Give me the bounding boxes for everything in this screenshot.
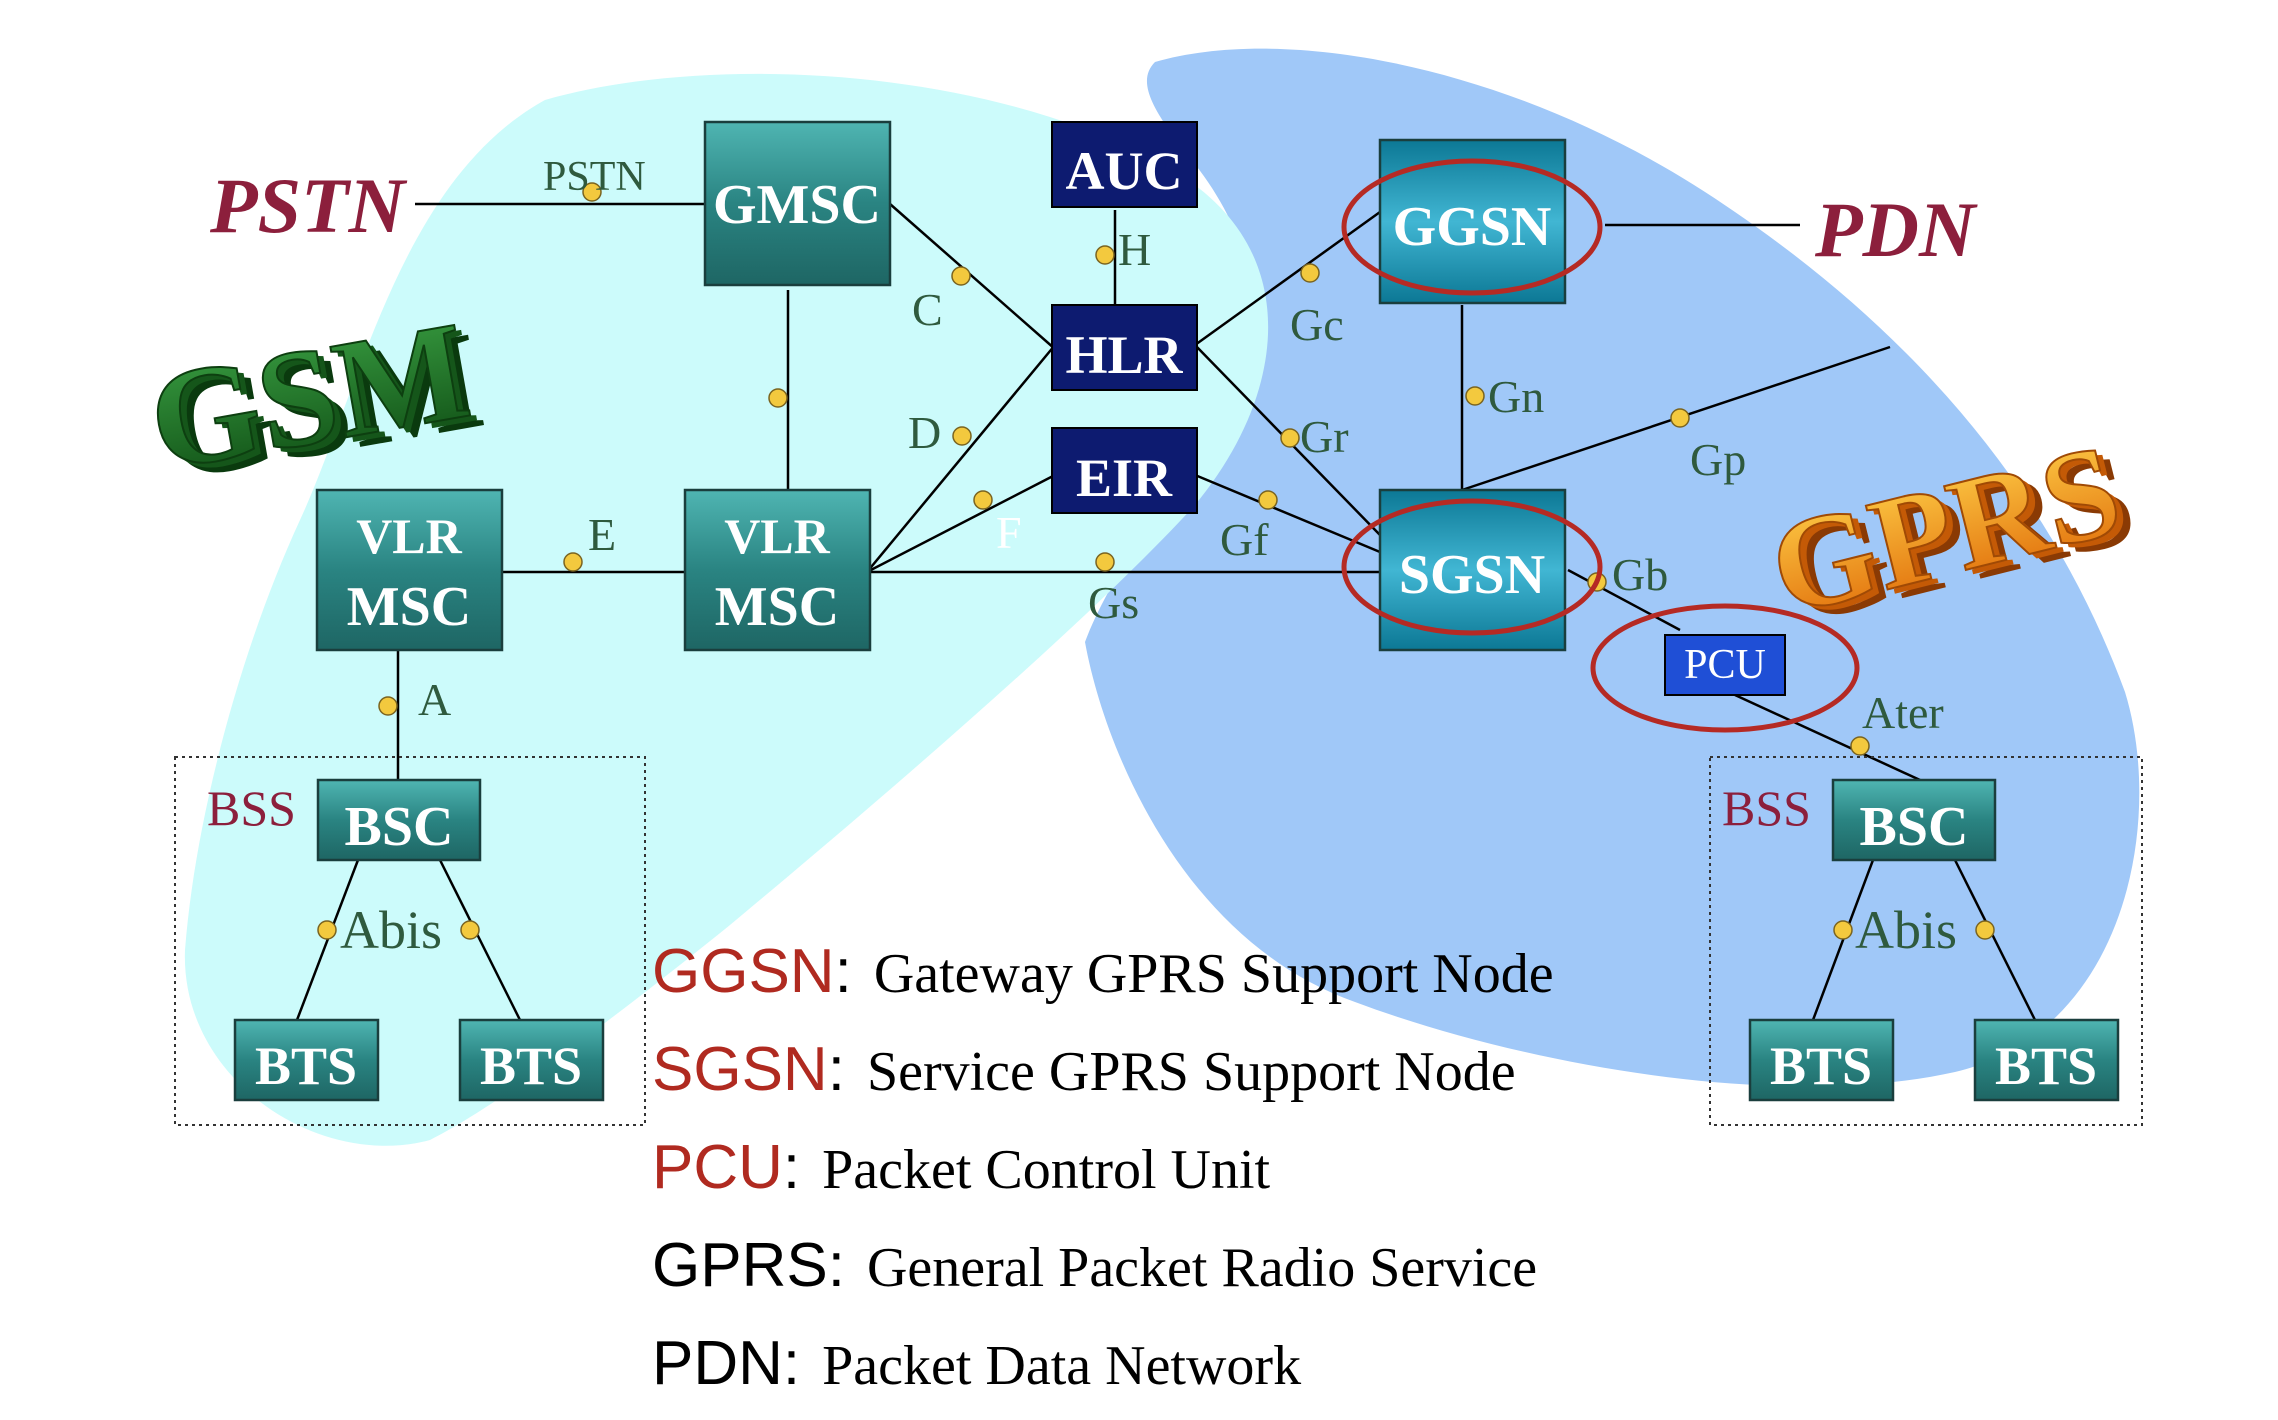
legend-row: SGSN: Service GPRS Support Node (652, 1035, 1516, 1104)
highlight-rings (1341, 158, 1860, 733)
bsc-right-label: BSC (1860, 796, 1969, 858)
iface-pstn-label: PSTN (543, 154, 646, 200)
vlr-left-label: VLR (356, 508, 462, 564)
legend-separator: : (783, 1133, 800, 1202)
bts-right-2-label: BTS (1995, 1036, 2097, 1096)
bss-left-label: BSS (207, 780, 296, 836)
pcu-highlight-ring (1590, 603, 1860, 733)
bts-right-1-label: BTS (1770, 1036, 1872, 1096)
iface-gn-label: Gn (1488, 371, 1544, 422)
vlr-mid-label: VLR (724, 508, 830, 564)
legend: GGSN:Gateway GPRS Support NodeSGSN:Servi… (652, 937, 1554, 1398)
legend-abbr: GGSN (652, 937, 835, 1006)
iface-e-label: E (588, 509, 616, 560)
legend-description: Gateway GPRS Support Node (874, 943, 1554, 1005)
gmsc-label: GMSC (713, 174, 881, 236)
legend-description: General Packet Radio Service (867, 1237, 1537, 1299)
hlr-label: HLR (1065, 325, 1183, 385)
eir-label: EIR (1076, 448, 1173, 508)
msc-left-label: MSC (347, 576, 471, 638)
iface-d-label: D (908, 407, 941, 458)
legend-separator: : (828, 1231, 845, 1300)
bsc-left-node: BSC (316, 778, 482, 862)
iface-gb-label: Gb (1612, 549, 1668, 600)
bts-right-1-node: BTS (1748, 1018, 1895, 1102)
vlr-msc-left-node: VLR MSC (315, 488, 504, 652)
gmsc-node: GMSC (703, 120, 892, 287)
legend-abbr: SGSN (652, 1035, 828, 1104)
iface-gs-label: Gs (1088, 577, 1139, 628)
legend-abbr: PCU (652, 1133, 783, 1202)
vlr-msc-mid-node: VLR MSC (683, 488, 872, 652)
ggsn-highlight-ring (1341, 158, 1603, 296)
legend-row-text: PDN: Packet Data Network (652, 1329, 1301, 1398)
legend-separator: : (783, 1329, 800, 1398)
iface-abis-right-label: Abis (1855, 900, 1957, 960)
legend-row: PDN: Packet Data Network (652, 1329, 1301, 1398)
pdn-network-label: PDN (1814, 186, 1978, 273)
legend-description: Service GPRS Support Node (867, 1041, 1516, 1103)
hlr-node: HLR (1051, 304, 1198, 391)
bss-right-label: BSS (1722, 780, 1811, 836)
legend-description: Packet Control Unit (822, 1139, 1270, 1201)
iface-gp-label: Gp (1690, 434, 1746, 485)
iface-f-label: F (996, 507, 1022, 558)
legend-separator: : (828, 1035, 845, 1104)
ggsn-label: GGSN (1393, 196, 1552, 258)
bts-left-1-label: BTS (255, 1036, 357, 1096)
legend-row: PCU: Packet Control Unit (652, 1133, 1271, 1202)
bts-right-2-node: BTS (1973, 1018, 2120, 1102)
bsc-left-label: BSC (345, 796, 454, 858)
bss-right-box (1709, 756, 2143, 1126)
interface-dots (317, 182, 1995, 940)
iface-gc-label: Gc (1290, 299, 1344, 350)
legend-row-text: GPRS: General Packet Radio Service (652, 1231, 1537, 1300)
bsc-right-node: BSC (1831, 778, 1997, 862)
bts-left-2-node: BTS (458, 1018, 605, 1102)
auc-node: AUC (1051, 121, 1198, 208)
legend-description: Packet Data Network (822, 1335, 1301, 1397)
iface-ater-label: Ater (1862, 687, 1944, 738)
iface-h-label: H (1118, 224, 1151, 275)
pcu-label: PCU (1684, 642, 1766, 688)
bss-left-box (174, 756, 646, 1126)
iface-gr-label: Gr (1300, 411, 1349, 462)
bts-left-2-label: BTS (480, 1036, 582, 1096)
pstn-network-label: PSTN (209, 162, 408, 249)
legend-row: GPRS: General Packet Radio Service (652, 1231, 1537, 1300)
iface-c-label: C (912, 284, 943, 335)
interface-labels: PSTN C H D F E A Gs Gc Gr Gf Gn Gp Gb At… (340, 154, 1957, 960)
ggsn-node: GGSN (1378, 138, 1567, 305)
iface-gf-label: Gf (1220, 514, 1269, 565)
legend-separator: : (835, 937, 852, 1006)
legend-abbr: GPRS (652, 1231, 828, 1300)
legend-row: GGSN: Gateway GPRS Support Node (652, 937, 1554, 1006)
iface-abis-left-label: Abis (340, 900, 442, 960)
legend-row-text: SGSN: Service GPRS Support Node (652, 1035, 1516, 1104)
bts-left-1-node: BTS (233, 1018, 380, 1102)
msc-mid-label: MSC (715, 576, 839, 638)
pcu-node: PCU (1664, 634, 1786, 696)
auc-label: AUC (1066, 141, 1183, 201)
sgsn-highlight-ring (1341, 498, 1603, 636)
legend-abbr: PDN (652, 1329, 783, 1398)
iface-a-label: A (418, 674, 451, 725)
eir-node: EIR (1051, 427, 1198, 514)
sgsn-label: SGSN (1399, 544, 1545, 606)
connection-lines (295, 202, 2037, 1021)
legend-row-text: GGSN: Gateway GPRS Support Node (652, 937, 1554, 1006)
legend-row-text: PCU: Packet Control Unit (652, 1133, 1271, 1202)
